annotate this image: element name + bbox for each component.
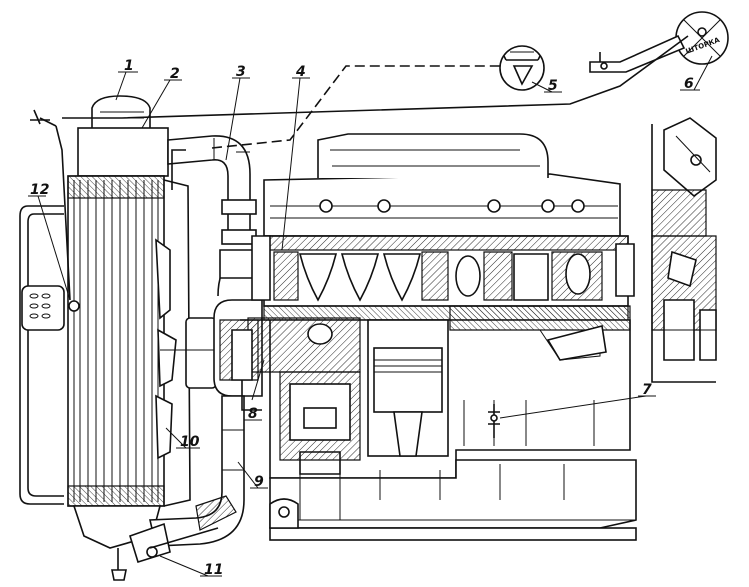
thermostat [231, 329, 253, 381]
callout-3: 3 [236, 64, 246, 80]
cooling-fan [155, 238, 228, 460]
callout-5: 5 [548, 78, 558, 94]
block-drain-tap [488, 404, 500, 438]
callout-9: 9 [254, 474, 264, 490]
valve-cover [263, 173, 621, 237]
radiator [19, 95, 228, 581]
piston [373, 347, 443, 413]
callout-4: 4 [295, 64, 306, 80]
callout-6: 6 [684, 76, 694, 92]
radiator-filler-cap [91, 95, 151, 135]
callout-12: 12 [30, 182, 49, 198]
callout-1: 1 [124, 58, 134, 74]
temperature-gauge [499, 45, 545, 91]
callout-7: 7 [642, 382, 652, 398]
radiator-core [67, 175, 165, 507]
callout-8: 8 [248, 406, 258, 422]
cylinder-head-ports [273, 251, 603, 302]
lower-radiator-hose [129, 395, 245, 564]
shutter-control-lever [21, 285, 80, 331]
shutter-control-knob: ШТОРКА [589, 11, 729, 73]
radiator-shutter-frame [19, 205, 64, 505]
radiator-top-tank [77, 127, 169, 177]
engine-block [231, 133, 637, 541]
engine-end-section [651, 117, 717, 383]
callout-10: 10 [180, 434, 200, 450]
shutter-control-cable [62, 35, 689, 119]
callout-leaders [28, 55, 713, 577]
gauge-wire [211, 65, 500, 149]
callout-2: 2 [170, 66, 180, 82]
radiator-tubes [73, 180, 159, 502]
callout-11: 11 [204, 562, 223, 578]
upper-radiator-hose [167, 135, 257, 245]
